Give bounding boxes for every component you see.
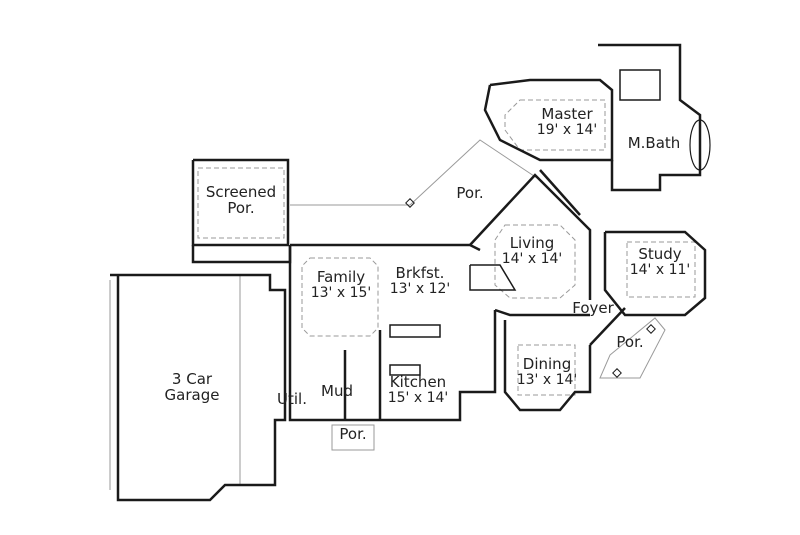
room-name: Por.: [456, 184, 484, 202]
room-name: Kitchen: [389, 373, 447, 391]
room-dims: 14' x 14': [501, 251, 563, 267]
room-label-rear-porch: Por.: [456, 185, 483, 201]
room-name: Screened: [205, 183, 277, 201]
room-name: Master: [541, 105, 593, 123]
room-name: Util.: [277, 390, 307, 408]
room-dims: 14' x 11': [629, 262, 691, 278]
room-label-mud: Mud: [321, 383, 353, 399]
room-name: Dining: [522, 355, 572, 373]
room-name: M.Bath: [627, 134, 681, 152]
room-label-mbath: M.Bath: [628, 135, 681, 151]
room-label-front-porch: Por.: [616, 334, 643, 350]
room-dims: Por.: [227, 199, 255, 217]
room-dims: 13' x 12': [389, 281, 451, 297]
room-name: Living: [509, 234, 555, 252]
room-dims: 13' x 14': [516, 372, 578, 388]
room-name: Por.: [616, 333, 644, 351]
room-label-util: Util.: [277, 391, 307, 407]
room-name: Foyer: [572, 299, 614, 317]
room-name: Mud: [321, 382, 353, 400]
room-label-foyer: Foyer: [572, 300, 614, 316]
room-label-brkfst: Brkfst.13' x 12': [390, 265, 451, 297]
room-name: Family: [316, 268, 366, 286]
room-dims: Garage: [164, 386, 220, 404]
room-name: Study: [638, 245, 682, 263]
room-label-side-porch: Por.: [339, 426, 366, 442]
room-dims: 15' x 14': [387, 390, 449, 406]
room-name: Por.: [339, 425, 367, 443]
room-dims: 19' x 14': [536, 122, 598, 138]
room-name: Brkfst.: [395, 264, 445, 282]
room-name: 3 Car: [171, 370, 213, 388]
rear-porch-outline: [290, 139, 541, 206]
room-dims: 13' x 15': [310, 285, 372, 301]
